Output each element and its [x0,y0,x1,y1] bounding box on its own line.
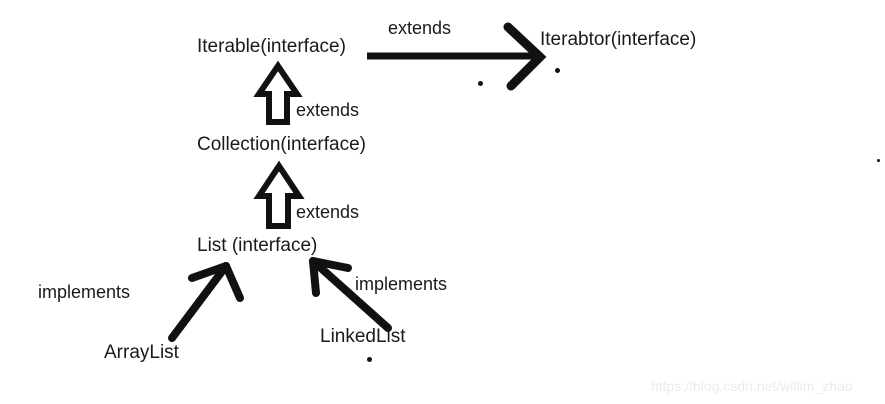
ink-dot-below-linkedlist [367,357,372,362]
ink-dot-near-horizontal-arrow [478,81,483,86]
arrow-barb-left [188,262,230,282]
edge-label-list-to-collection: extends [296,202,360,222]
node-label-iterable: Iterable(interface) [197,36,346,57]
node-label-collection: Collection(interface) [197,134,366,155]
node-label-iterator: Iterabtor(interface) [540,29,697,50]
hollow-arrow-outline [253,60,303,125]
edge-label-collection-to-iterable: extends [296,100,360,120]
arrow-barb-right [309,257,352,272]
arrow-head [503,22,547,91]
edge-label-linkedlist-to-list: implements [355,274,448,294]
edge-list-to-collection-arrow [253,160,305,229]
node-label-linkedlist: LinkedList [320,326,406,347]
edge-label-iterable-to-iterator: extends [388,18,452,38]
ink-dot-right-of-arrowhead [555,68,560,73]
node-label-list: List (interface) [197,235,318,256]
node-label-arraylist: ArrayList [104,342,179,363]
arrow-shaft [309,257,392,332]
watermark-text: https://blog.csdn.net/willim_zhao [651,378,853,394]
edge-arraylist-to-list-arrow [168,262,244,342]
arrow-shaft [168,262,230,342]
edge-iterable-to-iterator-arrow [367,22,547,91]
hollow-arrow-outline [253,160,305,229]
edge-linkedlist-to-list-arrow [309,257,392,332]
arrow-barb-left [309,257,320,297]
edge-label-arraylist-to-list: implements [38,282,131,302]
edge-collection-to-iterable-arrow [253,60,303,125]
arrow-barb-right [222,262,244,302]
ink-dot-right-margin [877,159,880,162]
